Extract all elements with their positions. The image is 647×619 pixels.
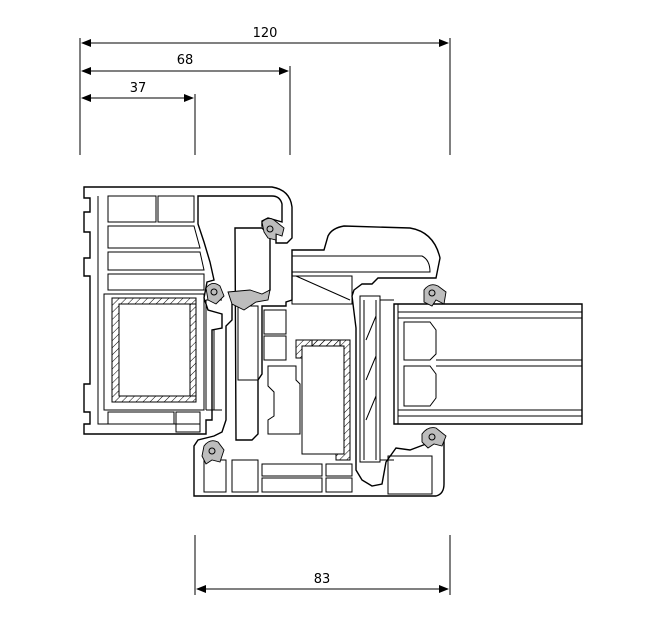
chamber	[157, 195, 195, 223]
spacer-bar	[403, 365, 437, 407]
seal-frame-rebate	[205, 283, 225, 305]
chamber	[107, 411, 175, 425]
chamber	[261, 477, 323, 493]
seal-bottom-sash	[201, 440, 225, 465]
dimension-label-83: 83	[314, 572, 331, 587]
dimension-label-68: 68	[177, 53, 194, 68]
chamber	[231, 459, 259, 493]
glazing-unit	[393, 303, 583, 425]
chamber	[237, 305, 259, 381]
dimension-label-120: 120	[253, 26, 278, 41]
chamber	[261, 463, 323, 477]
chamber	[175, 411, 201, 433]
dimension-37: 37	[81, 81, 196, 155]
seal-glazing-top	[423, 284, 447, 307]
seal-top-frame	[261, 217, 285, 241]
dimension-83: 83	[194, 535, 451, 595]
chamber	[325, 463, 353, 477]
chamber	[387, 455, 433, 495]
dimension-68: 68	[81, 53, 291, 155]
sash-profile	[193, 225, 445, 497]
seal-middle	[227, 289, 271, 311]
chamber	[203, 459, 227, 493]
chamber	[263, 335, 287, 361]
chamber	[325, 477, 353, 493]
spacer-bar	[403, 321, 437, 361]
seal-glazing-bottom	[421, 427, 447, 449]
dimension-label-37: 37	[130, 81, 147, 96]
chamber	[263, 309, 287, 335]
steel-reinforcement	[111, 297, 197, 403]
dimension-120: 120	[79, 26, 451, 155]
chamber	[107, 195, 157, 223]
frame-profile	[83, 186, 293, 435]
steel-flange	[311, 339, 341, 347]
sash-steel-reinforcement	[295, 339, 351, 461]
